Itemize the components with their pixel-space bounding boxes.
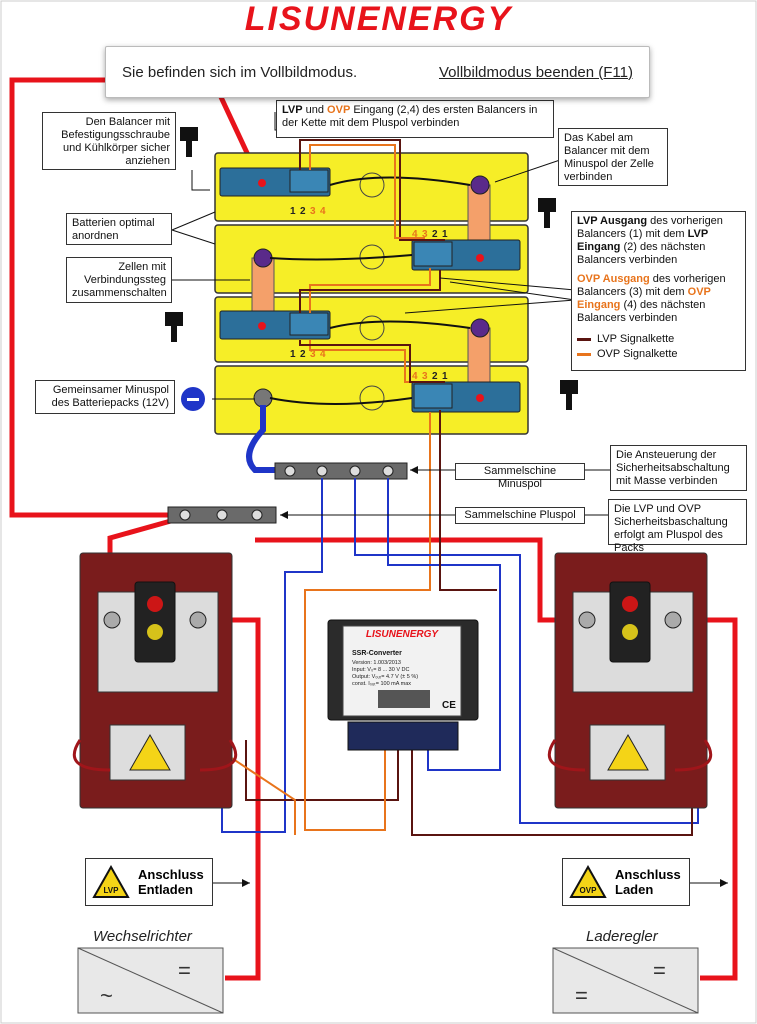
legend-lvp: LVP Signalkette bbox=[577, 333, 740, 346]
exit-fullscreen-link[interactable]: Vollbildmodus beenden (F11) bbox=[438, 63, 633, 81]
note-balancer-mount: Den Balancer mit Befestigungsschraube un… bbox=[42, 112, 176, 170]
blue-minus-cable bbox=[246, 405, 280, 473]
converter-line-3: Output: V₀ᵤₜ= 4.7 V (± 5 %) bbox=[352, 674, 418, 680]
pin-label-3b: 3 bbox=[422, 229, 428, 240]
inverter-caption: Wechselrichter bbox=[93, 928, 192, 945]
ovp-out-b: des vorherigen Balancers (3) mit dem bbox=[577, 273, 726, 298]
brand-logo: LISUNENERGY bbox=[244, 0, 513, 38]
pin-label-3c: 3 bbox=[310, 349, 316, 360]
note-lvp-ovp-rest: Eingang (2,4) des ersten Balancers in de… bbox=[282, 104, 538, 129]
minus-pole-icon bbox=[181, 387, 205, 411]
note-arrange: Batterien optimal anordnen bbox=[66, 213, 172, 245]
note-lvp-ovp-input: LVP und OVP Eingang (2,4) des ersten Bal… bbox=[276, 100, 554, 138]
pin-label-2a: 2 bbox=[300, 206, 306, 217]
ovp-out-c: OVP Eingang bbox=[577, 286, 711, 311]
pin-label-2c: 2 bbox=[300, 349, 306, 360]
note-ovp-label: OVP bbox=[327, 104, 351, 116]
wrench-icon-3 bbox=[165, 312, 183, 342]
charger-caption: Laderegler bbox=[586, 928, 658, 945]
lvp-badge: LVP bbox=[104, 886, 120, 895]
charge-line1: Anschluss bbox=[615, 867, 681, 882]
ovp-out-d: (4) des nächsten Balancers verbinden bbox=[577, 299, 706, 324]
ovp-warning-icon: OVP bbox=[569, 865, 607, 898]
lvp-warning-icon: LVP bbox=[92, 865, 130, 898]
pin-label-3a: 3 bbox=[310, 206, 316, 217]
pin-label-4b: 4 bbox=[412, 229, 418, 240]
balancer-1 bbox=[219, 167, 331, 197]
pin-label-1c: 1 bbox=[290, 349, 296, 360]
fullscreen-message: Sie befinden sich im Vollbildmodus. bbox=[122, 63, 358, 81]
pin-label-4c: 4 bbox=[320, 349, 326, 360]
note-cells-series: Zellen mit Verbindungssteg zusammenschal… bbox=[66, 257, 172, 303]
balancer-4 bbox=[411, 381, 521, 413]
balancer-cables bbox=[269, 176, 471, 405]
note-lvp-label: LVP bbox=[282, 104, 303, 116]
label-busbar-plus: Sammelschine Pluspol bbox=[455, 507, 585, 524]
lvp-out-d: (2) des nächsten Balancers verbinden bbox=[577, 241, 706, 266]
note-safety-plus: Die LVP und OVP Sicherheitsbaschaltung e… bbox=[608, 499, 747, 554]
inverter-box: ~ = bbox=[77, 947, 224, 1014]
label-busbar-minus: Sammelschine Minuspol bbox=[455, 463, 585, 490]
balancer-2 bbox=[411, 239, 521, 271]
pin-label-4d: 4 bbox=[412, 371, 418, 382]
relay-left bbox=[72, 552, 238, 809]
svg-text:=: = bbox=[653, 958, 666, 983]
ssr-converter: LISUNENERGY SSR-Converter Version: 1.003… bbox=[327, 619, 479, 751]
pin-label-1b: 1 bbox=[442, 229, 448, 240]
note-ovp-out: OVP Ausgang des vorherigen Balancers (3)… bbox=[577, 273, 740, 325]
svg-text:~: ~ bbox=[100, 983, 113, 1008]
fullscreen-notice: Sie befinden sich im Vollbildmodus. Voll… bbox=[105, 46, 650, 98]
lvp-chain-swatch bbox=[577, 338, 591, 341]
wrench-icon-4 bbox=[560, 380, 578, 410]
converter-line-4: const. I₀ᵤₜ= 100 mA max bbox=[352, 681, 411, 687]
note-lvp-out: LVP Ausgang des vorherigen Balancers (1)… bbox=[577, 215, 740, 267]
wrench-icon-1 bbox=[180, 127, 198, 157]
lvp-out-a: LVP Ausgang bbox=[577, 215, 648, 227]
ovp-chain-swatch bbox=[577, 353, 591, 356]
pin-label-3d: 3 bbox=[422, 371, 428, 382]
wrench-icon-2 bbox=[538, 198, 556, 228]
note-signal-chains: LVP Ausgang des vorherigen Balancers (1)… bbox=[571, 211, 746, 371]
balancer-3 bbox=[219, 310, 331, 340]
svg-text:CE: CE bbox=[442, 700, 456, 711]
note-safety-ground: Die Ansteuerung der Sicherheitsabschaltu… bbox=[610, 445, 747, 491]
pin-label-1d: 1 bbox=[442, 371, 448, 382]
discharge-line2: Entladen bbox=[138, 882, 193, 897]
converter-line-1: Version: 1.003/2013 bbox=[352, 660, 401, 666]
pin-label-2b: 2 bbox=[432, 229, 438, 240]
busbar-minus bbox=[274, 462, 408, 480]
converter-line-2: Input: V₀= 8 ... 30 V DC bbox=[352, 667, 409, 673]
legend-lvp-label: LVP Signalkette bbox=[597, 333, 675, 345]
pin-label-1a: 1 bbox=[290, 206, 296, 217]
note-common-minus: Gemeinsamer Minuspol des Batteriepacks (… bbox=[35, 380, 175, 414]
lvp-out-b: des vorherigen Balancers (1) mit dem bbox=[577, 215, 723, 240]
pin-label-4a: 4 bbox=[320, 206, 326, 217]
converter-title: SSR-Converter bbox=[352, 650, 402, 657]
ovp-badge: OVP bbox=[580, 886, 598, 895]
lvp-out-c: LVP Eingang bbox=[577, 228, 709, 253]
legend-ovp: OVP Signalkette bbox=[577, 348, 740, 361]
relay-right bbox=[547, 552, 713, 809]
discharge-line1: Anschluss bbox=[138, 867, 204, 882]
red-wire-right-relay bbox=[255, 537, 580, 623]
svg-text:=: = bbox=[575, 983, 588, 1008]
svg-text:=: = bbox=[178, 958, 191, 983]
charger-box: = = bbox=[552, 947, 699, 1014]
note-cable-minus: Das Kabel am Balancer mit dem Minuspol d… bbox=[558, 128, 668, 186]
charge-line2: Laden bbox=[615, 882, 654, 897]
legend-ovp-label: OVP Signalkette bbox=[597, 348, 678, 360]
busbar-plus bbox=[167, 506, 277, 524]
pin-label-2d: 2 bbox=[432, 371, 438, 382]
converter-brand: LISUNENERGY bbox=[366, 629, 440, 640]
note-und: und bbox=[302, 104, 328, 116]
ovp-out-a: OVP Ausgang bbox=[577, 273, 650, 285]
